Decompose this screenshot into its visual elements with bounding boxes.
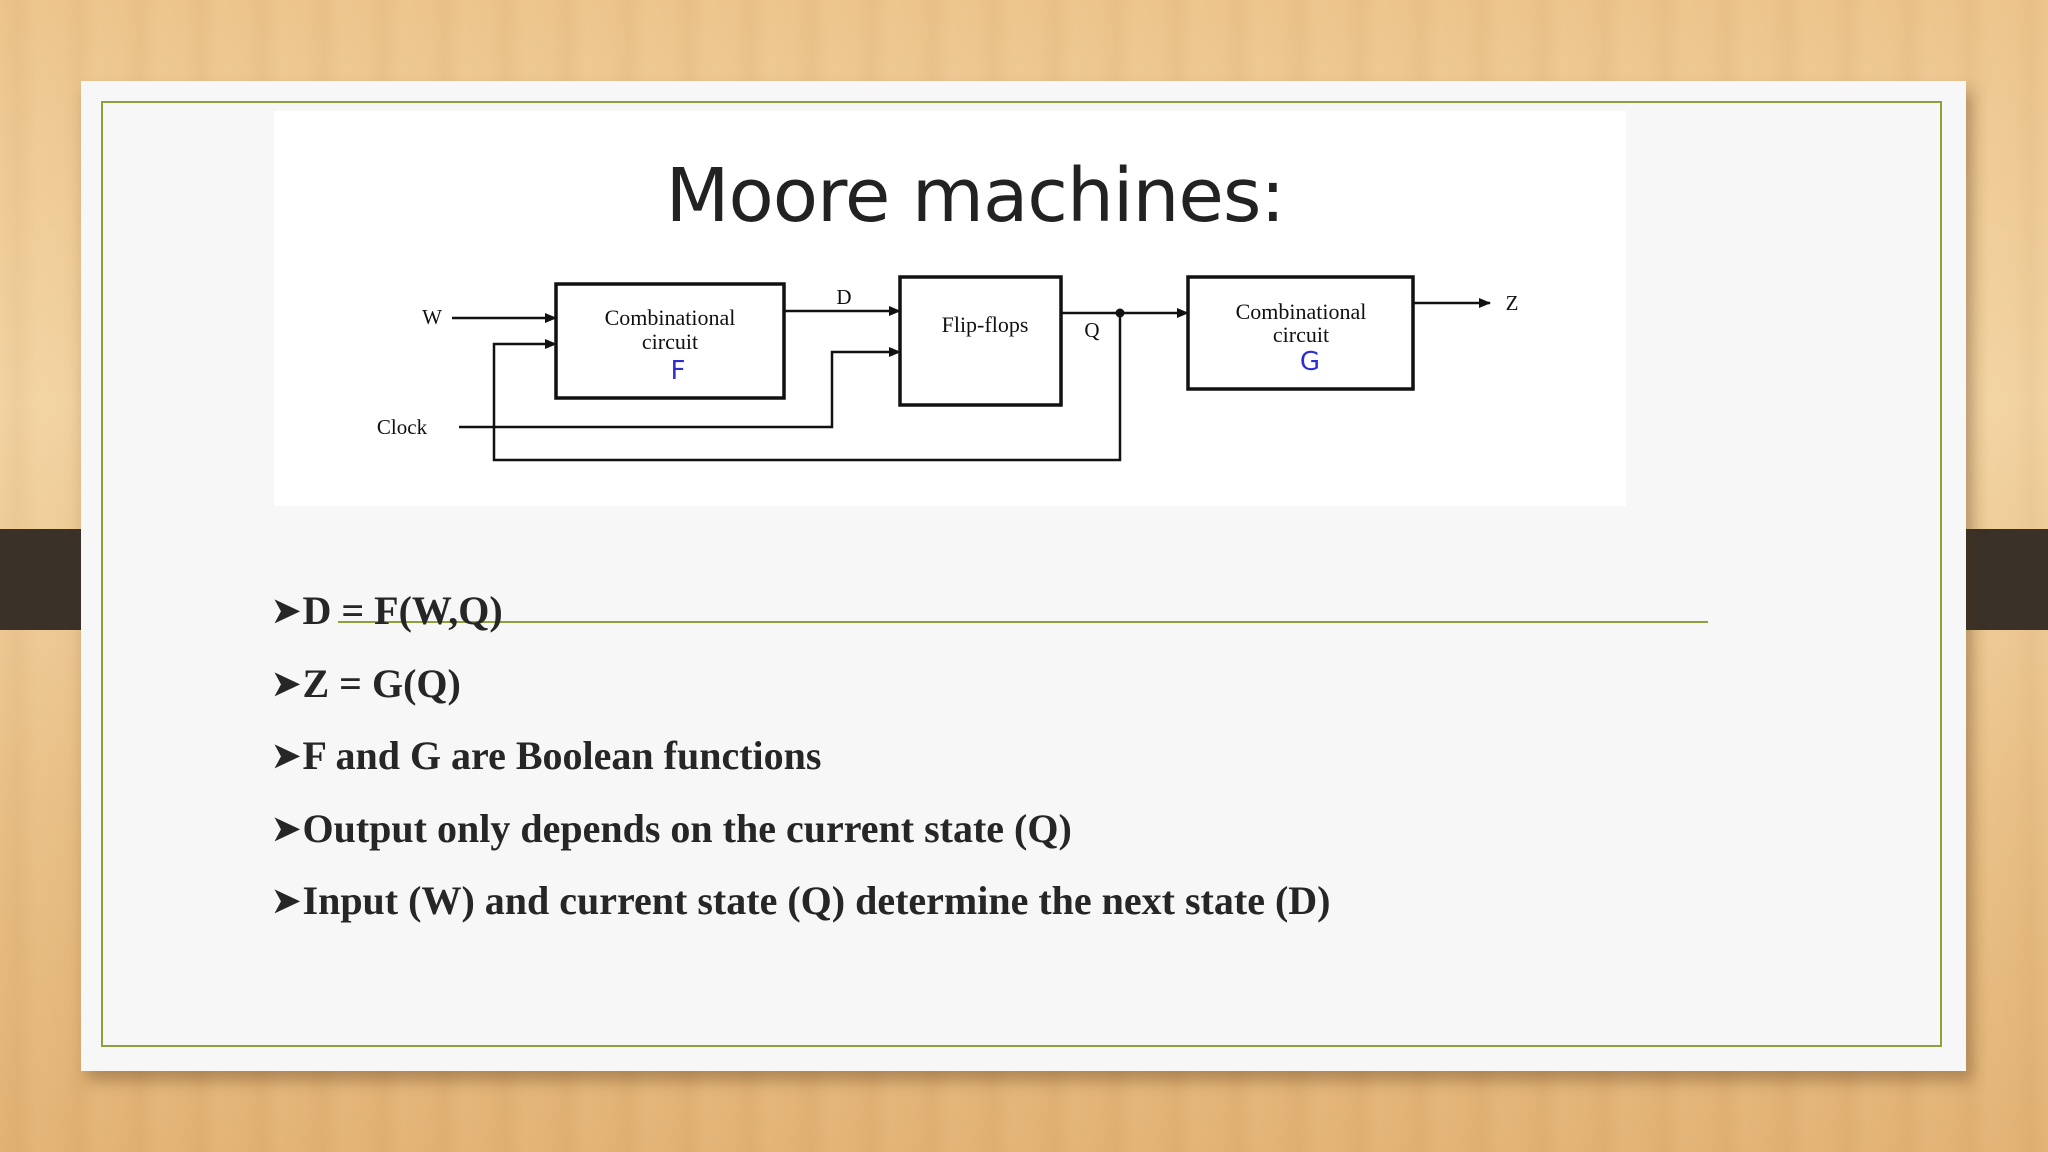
bullet-text: Z = G(Q) <box>302 660 461 706</box>
bullet-item: ➤Input (W) and current state (Q) determi… <box>272 865 1330 938</box>
block-f-function: F <box>671 356 686 386</box>
block-g-line1: Combinational <box>1236 299 1367 324</box>
block-g-function: G <box>1300 347 1320 377</box>
bullet-text: Output only depends on the current state… <box>302 805 1072 851</box>
bullet-text: D = F(W,Q) <box>302 588 503 633</box>
flip-flops-label: Flip-flops <box>942 312 1029 337</box>
bullet-list: ➤D = F(W,Q) ➤Z = G(Q) ➤F and G are Boole… <box>272 575 1330 938</box>
bullet-item: ➤Z = G(Q) <box>272 648 1330 721</box>
moore-block-diagram: W Clock D Q Z Combinational circuit F Fl… <box>377 275 1519 462</box>
q-label: Q <box>1084 318 1099 342</box>
bullet-item: ➤Output only depends on the current stat… <box>272 793 1330 866</box>
w-label: W <box>422 305 442 329</box>
bullet-text: Input (W) and current state (Q) determin… <box>302 878 1331 923</box>
block-g-line2: circuit <box>1273 322 1329 347</box>
bullet-arrow-icon: ➤ <box>272 665 301 703</box>
divider-line <box>338 621 1708 623</box>
bullet-arrow-icon: ➤ <box>272 810 301 848</box>
feedback-line <box>492 313 1122 462</box>
block-f-line1: Combinational <box>605 305 736 330</box>
d-label: D <box>836 285 851 309</box>
bullet-arrow-icon: ➤ <box>272 593 301 630</box>
combinational-block-g <box>1186 275 1415 391</box>
clock-line <box>459 347 901 429</box>
block-f-line2: circuit <box>642 329 698 354</box>
bullet-text: F and G are Boolean functions <box>302 733 822 778</box>
bullet-item: ➤D = F(W,Q) <box>272 575 1330 648</box>
bullet-arrow-icon: ➤ <box>272 738 301 775</box>
z-label: Z <box>1506 291 1519 315</box>
moore-machine-figure: Moore machines: <box>274 111 1626 506</box>
flip-flops-block <box>898 275 1063 407</box>
bullet-arrow-icon: ➤ <box>272 883 301 920</box>
clock-label: Clock <box>377 415 428 439</box>
slide-border <box>101 101 1942 1047</box>
junction-dot <box>1115 308 1125 318</box>
figure-title: Moore machines: <box>665 153 1286 239</box>
bullet-item: ➤F and G are Boolean functions <box>272 720 1330 793</box>
slide: Moore machines: <box>81 81 1966 1071</box>
